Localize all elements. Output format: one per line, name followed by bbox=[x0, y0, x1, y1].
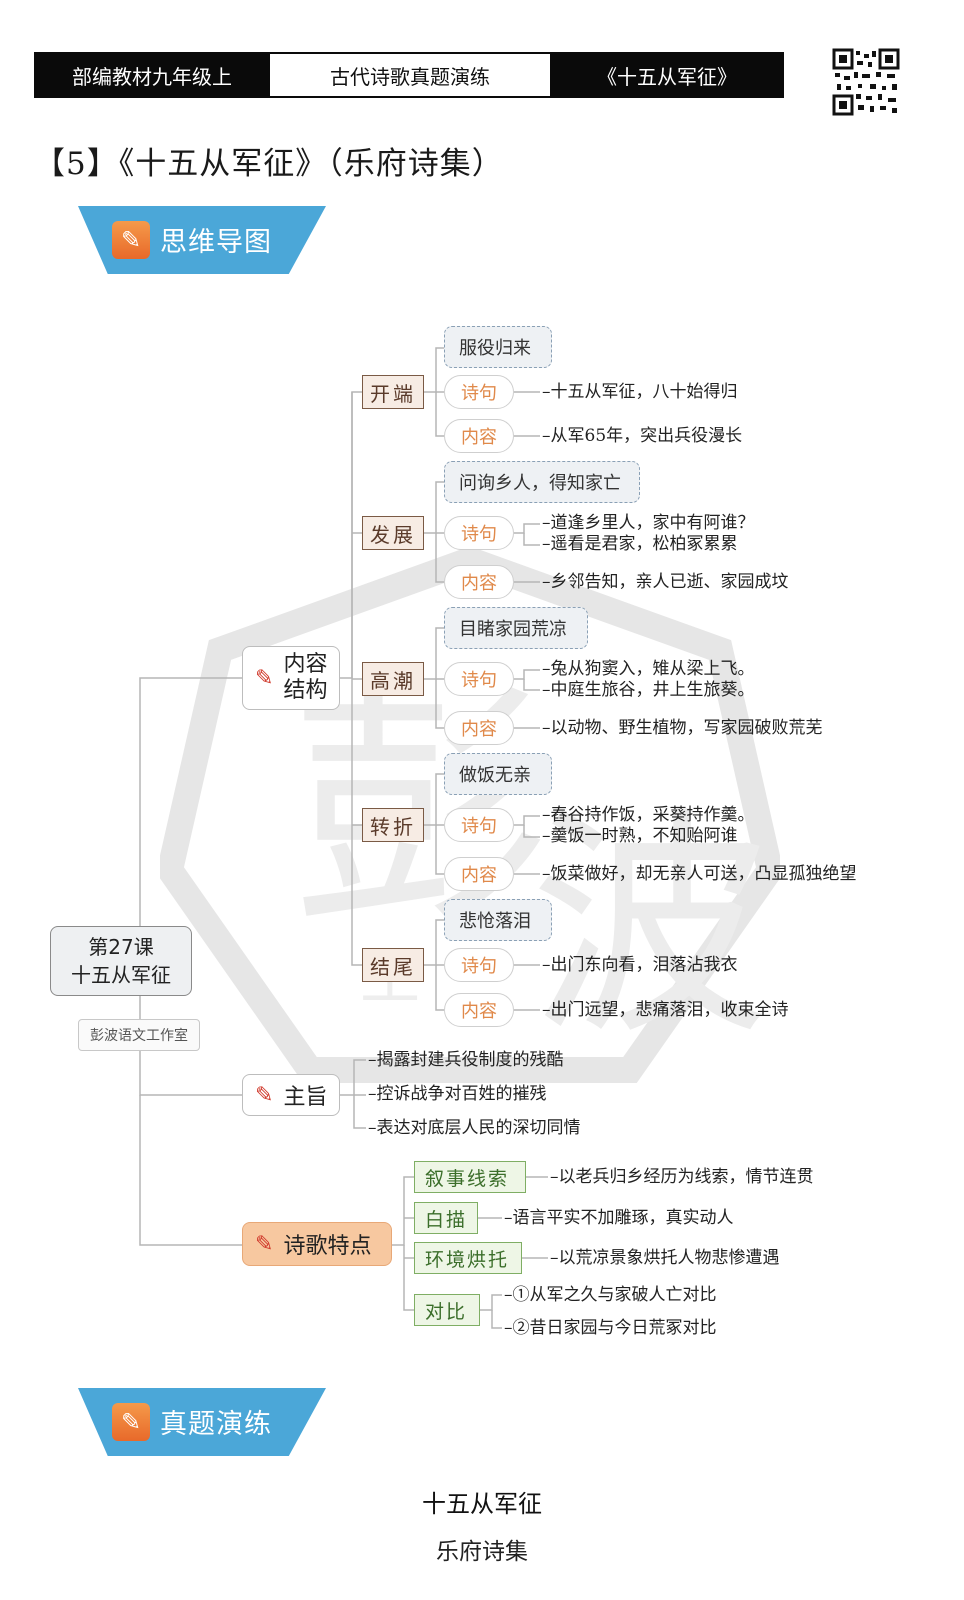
feature-contrast: 对比 bbox=[414, 1294, 480, 1326]
theme-item: –揭露封建兵役制度的残酷 bbox=[368, 1050, 564, 1070]
feature-plain: 白描 bbox=[414, 1202, 478, 1234]
section-summary: 做饭无亲 bbox=[444, 753, 552, 795]
structure-node: ✎ 内容 结构 bbox=[242, 646, 340, 710]
content-tag: 内容 bbox=[444, 993, 514, 1027]
pencil-icon: ✎ bbox=[112, 1402, 150, 1441]
header-left: 部编教材九年级上 bbox=[34, 52, 270, 98]
poem-line: –十五从军征，八十始得归 bbox=[542, 382, 738, 402]
svg-text:波: 波 bbox=[530, 787, 770, 1067]
section-summary: 目睹家园荒凉 bbox=[444, 607, 588, 649]
structure-label-2: 结构 bbox=[283, 678, 328, 703]
poem-line: –中庭生旅谷，井上生旅葵。 bbox=[542, 680, 755, 700]
section-summary: 问询乡人，得知家亡 bbox=[444, 461, 640, 503]
poem-tag: 诗句 bbox=[444, 662, 514, 696]
content-tag: 内容 bbox=[444, 857, 514, 891]
root-title: 十五从军征 bbox=[71, 963, 171, 987]
feature-desc: –①从军之久与家破人亡对比 bbox=[504, 1285, 717, 1305]
section-turn: 转折 bbox=[362, 808, 424, 842]
theme-node: ✎ 主旨 bbox=[242, 1074, 340, 1116]
feature-setting: 环境烘托 bbox=[414, 1242, 522, 1274]
poem-line: –出门东向看，泪落沾我衣 bbox=[542, 955, 738, 975]
content-text: –以动物、野生植物，写家园破败荒芜 bbox=[542, 718, 823, 738]
header-right: 《十五从军征》 bbox=[550, 52, 784, 98]
structure-label-1: 内容 bbox=[283, 652, 328, 677]
content-text: –从军65年，突出兵役漫长 bbox=[542, 426, 743, 446]
feature-narrative: 叙事线索 bbox=[414, 1161, 526, 1193]
section-summary: 服役归来 bbox=[444, 326, 552, 368]
poem-tag: 诗句 bbox=[444, 375, 514, 409]
poem-title: 十五从军征 bbox=[422, 1490, 542, 1518]
studio-label: 彭波语文工作室 bbox=[78, 1019, 200, 1051]
section-summary: 悲怆落泪 bbox=[444, 899, 552, 941]
poem-line: –遥看是君家，松柏冢累累 bbox=[542, 534, 738, 554]
feature-desc: –以老兵归乡经历为线索，情节连贯 bbox=[550, 1167, 814, 1187]
poem-line: –舂谷持作饭，采葵持作羹。 bbox=[542, 805, 755, 825]
pencil-icon: ✎ bbox=[255, 665, 274, 691]
feature-desc: –以荒凉景象烘托人物悲惨遭遇 bbox=[550, 1248, 780, 1268]
poem-source: 乐府诗集 bbox=[436, 1539, 528, 1565]
content-text: –出门远望，悲痛落泪，收束全诗 bbox=[542, 1000, 789, 1020]
pencil-icon: ✎ bbox=[112, 220, 150, 259]
root-node: 第27课 十五从军征 bbox=[50, 926, 192, 996]
content-text: –饭菜做好，却无亲人可送，凸显孤独绝望 bbox=[542, 864, 857, 884]
section-opening: 开端 bbox=[362, 375, 424, 409]
section-climax: 高潮 bbox=[362, 662, 424, 696]
content-text: –乡邻告知，亲人已逝、家园成坟 bbox=[542, 572, 789, 592]
root-lesson: 第27课 bbox=[88, 935, 154, 959]
mindmap-banner-label: 思维导图 bbox=[160, 227, 272, 258]
theme-item: –控诉战争对百姓的摧残 bbox=[368, 1084, 547, 1104]
mindmap-banner-content: ✎ 思维导图 bbox=[112, 220, 272, 259]
features-node: ✎ 诗歌特点 bbox=[242, 1222, 392, 1266]
pencil-icon: ✎ bbox=[255, 1231, 274, 1257]
header-center: 古代诗歌真题演练 bbox=[270, 52, 550, 98]
poem-line: –兔从狗窦入，雉从梁上飞。 bbox=[542, 659, 755, 679]
section-development: 发展 bbox=[362, 516, 424, 550]
poem-line: –羹饭一时熟，不知贻阿谁 bbox=[542, 826, 738, 846]
section-ending: 结尾 bbox=[362, 948, 424, 982]
theme-item: –表达对底层人民的深切同情 bbox=[368, 1118, 581, 1138]
structure-label: 内容 结构 bbox=[283, 652, 327, 704]
poem-line: –道逢乡里人，家中有阿谁？ bbox=[542, 513, 755, 533]
poem-tag: 诗句 bbox=[444, 948, 514, 982]
content-tag: 内容 bbox=[444, 711, 514, 745]
page-title: 【5】《十五从军征》（乐府诗集） bbox=[34, 146, 504, 182]
feature-desc: –语言平实不加雕琢，真实动人 bbox=[504, 1208, 734, 1228]
poem-tag: 诗句 bbox=[444, 516, 514, 550]
practice-banner-content: ✎ 真题演练 bbox=[112, 1402, 272, 1441]
features-label: 诗歌特点 bbox=[283, 1234, 372, 1259]
content-tag: 内容 bbox=[444, 419, 514, 453]
pencil-icon: ✎ bbox=[255, 1082, 274, 1108]
practice-banner-label: 真题演练 bbox=[160, 1409, 272, 1440]
theme-label: 主旨 bbox=[283, 1085, 328, 1110]
qr-code-icon bbox=[832, 48, 900, 116]
content-tag: 内容 bbox=[444, 565, 514, 599]
poem-tag: 诗句 bbox=[444, 808, 514, 842]
feature-desc: –②昔日家园与今日荒冢对比 bbox=[504, 1318, 717, 1338]
